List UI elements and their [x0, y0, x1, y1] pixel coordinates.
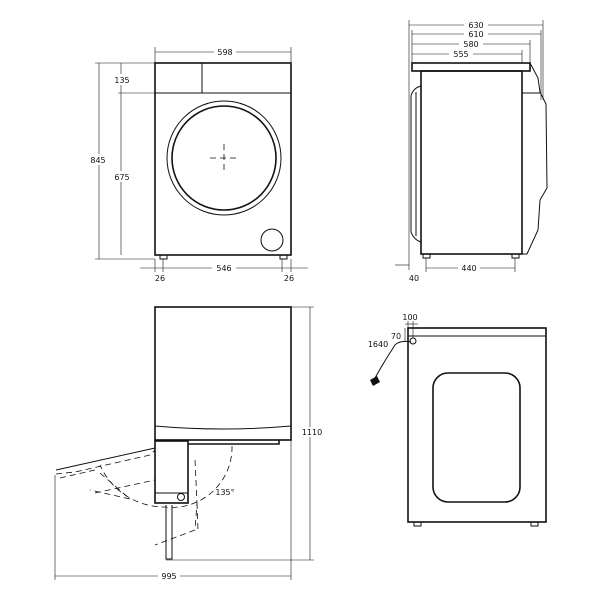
rear-foot-left [413, 521, 422, 527]
foot-left [159, 254, 168, 260]
inlet-vertical-label: 70 [391, 332, 401, 341]
right-offset-label: 26 [284, 274, 294, 283]
door-angle-label: 135° [215, 488, 234, 497]
depth-door-label: 610 [468, 30, 483, 39]
back-bulge [522, 62, 548, 255]
rear-foot-right [530, 521, 539, 527]
total-height-label: 845 [90, 156, 105, 165]
open-lid-outline [55, 449, 199, 546]
door-open-view: 135° 1110 995 [54, 306, 322, 581]
cable-length-label: 1640 [368, 340, 388, 349]
door-ring-outer [166, 100, 282, 216]
lid-edges [55, 447, 173, 560]
pump-cover [260, 228, 284, 252]
power-cable [374, 340, 412, 379]
open-height-label: 1110 [302, 428, 322, 437]
body-height-label: 675 [114, 173, 129, 182]
door-glass [171, 105, 277, 211]
plug-icon [370, 376, 380, 386]
panel-height-label: 135 [114, 76, 129, 85]
left-offset-label: 26 [155, 274, 165, 283]
front-width-label: 598 [217, 48, 232, 57]
lid-bar [188, 440, 280, 445]
top-panel [411, 62, 531, 72]
front-offset-label: 40 [409, 274, 419, 283]
rear-body [407, 327, 547, 523]
side-body [420, 70, 523, 255]
power-inlet [409, 337, 417, 345]
depth-body-label: 555 [453, 50, 468, 59]
front-view: 598 845 675 135 546 26 26 [86, 47, 308, 283]
inlet-horizontal-label: 100 [402, 313, 417, 322]
open-body [154, 306, 292, 441]
door-bulge [410, 85, 422, 243]
door-handle [177, 493, 185, 501]
body-curve [154, 425, 292, 430]
total-width-label: 995 [161, 572, 176, 581]
side-foot-front [422, 253, 431, 259]
rear-panel [432, 372, 521, 503]
rear-view: 100 70 1640 [368, 313, 547, 527]
side-view: 630 610 580 555 440 40 [395, 20, 548, 283]
door-swing-arc [99, 445, 233, 508]
depth-panel-label: 580 [463, 40, 478, 49]
side-foot-back [511, 253, 520, 259]
center-cross-icon [210, 144, 238, 172]
foot-right [279, 254, 288, 260]
foot-spacing-label: 546 [216, 264, 231, 273]
front-body [154, 62, 292, 256]
depth-total-label: 630 [468, 21, 483, 30]
open-door [154, 440, 189, 504]
side-foot-spacing-label: 440 [461, 264, 476, 273]
